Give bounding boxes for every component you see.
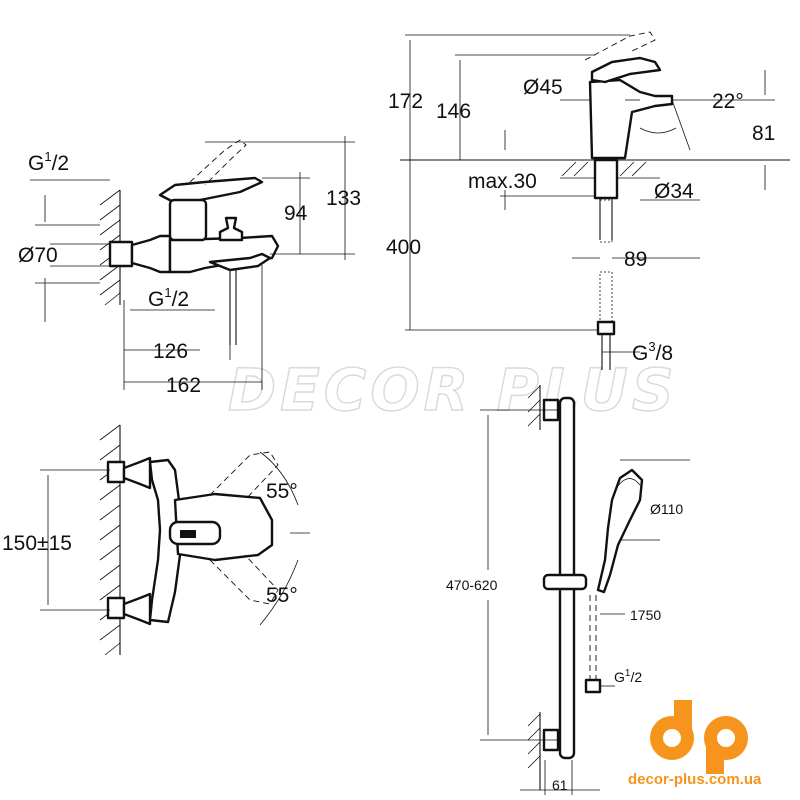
bath-mixer-side-view: G1/2 Ø70 G1/2 126 162 94 133	[18, 136, 361, 397]
angle-22-label: 22°	[712, 90, 744, 113]
dimension-61: 61	[552, 777, 568, 793]
dimension-172: 172	[388, 90, 423, 113]
angle-55-bottom-label: 55°	[266, 584, 298, 607]
diameter-110-label: Ø110	[650, 501, 683, 517]
hose-length-label: 1750	[630, 607, 661, 623]
diameter-70-label: Ø70	[18, 244, 58, 267]
dimension-150-15: 150±15	[2, 532, 72, 555]
bath-mixer-front-view: 150±15 55° 55°	[2, 424, 310, 656]
angle-55-top-label: 55°	[266, 480, 298, 503]
max-30-label: max.30	[468, 170, 537, 193]
dimension-133: 133	[326, 187, 361, 210]
logo-text: dp	[646, 729, 649, 731]
dimension-162: 162	[166, 374, 201, 397]
watermark: DECOR PLUS	[228, 356, 678, 424]
g-three-eighths-label: G3/8	[632, 339, 673, 365]
diameter-45-label: Ø45	[523, 76, 563, 99]
brand-url: decor-plus.com.ua	[628, 771, 762, 788]
dimension-400: 400	[386, 236, 421, 259]
shower-set-view: 470-620 Ø110 1750 G1/2 61	[446, 385, 690, 795]
g-half-top-label: G1/2	[28, 149, 69, 175]
dimension-94: 94	[284, 202, 308, 225]
dimension-146: 146	[436, 100, 471, 123]
diameter-34-label: Ø34	[654, 180, 694, 203]
brand-logo: dp decor-plus.com.ua	[628, 700, 762, 788]
g-half-bottom-label: G1/2	[148, 285, 189, 311]
dimension-126: 126	[153, 340, 188, 363]
dimension-81: 81	[752, 122, 775, 145]
basin-mixer-view: 172 146 Ø45 22° 81 max.30 Ø34 400 89 G3/…	[386, 31, 790, 370]
g-half-hose-label: G1/2	[614, 668, 642, 685]
dimension-89: 89	[624, 248, 647, 271]
rail-length-label: 470-620	[446, 577, 498, 593]
